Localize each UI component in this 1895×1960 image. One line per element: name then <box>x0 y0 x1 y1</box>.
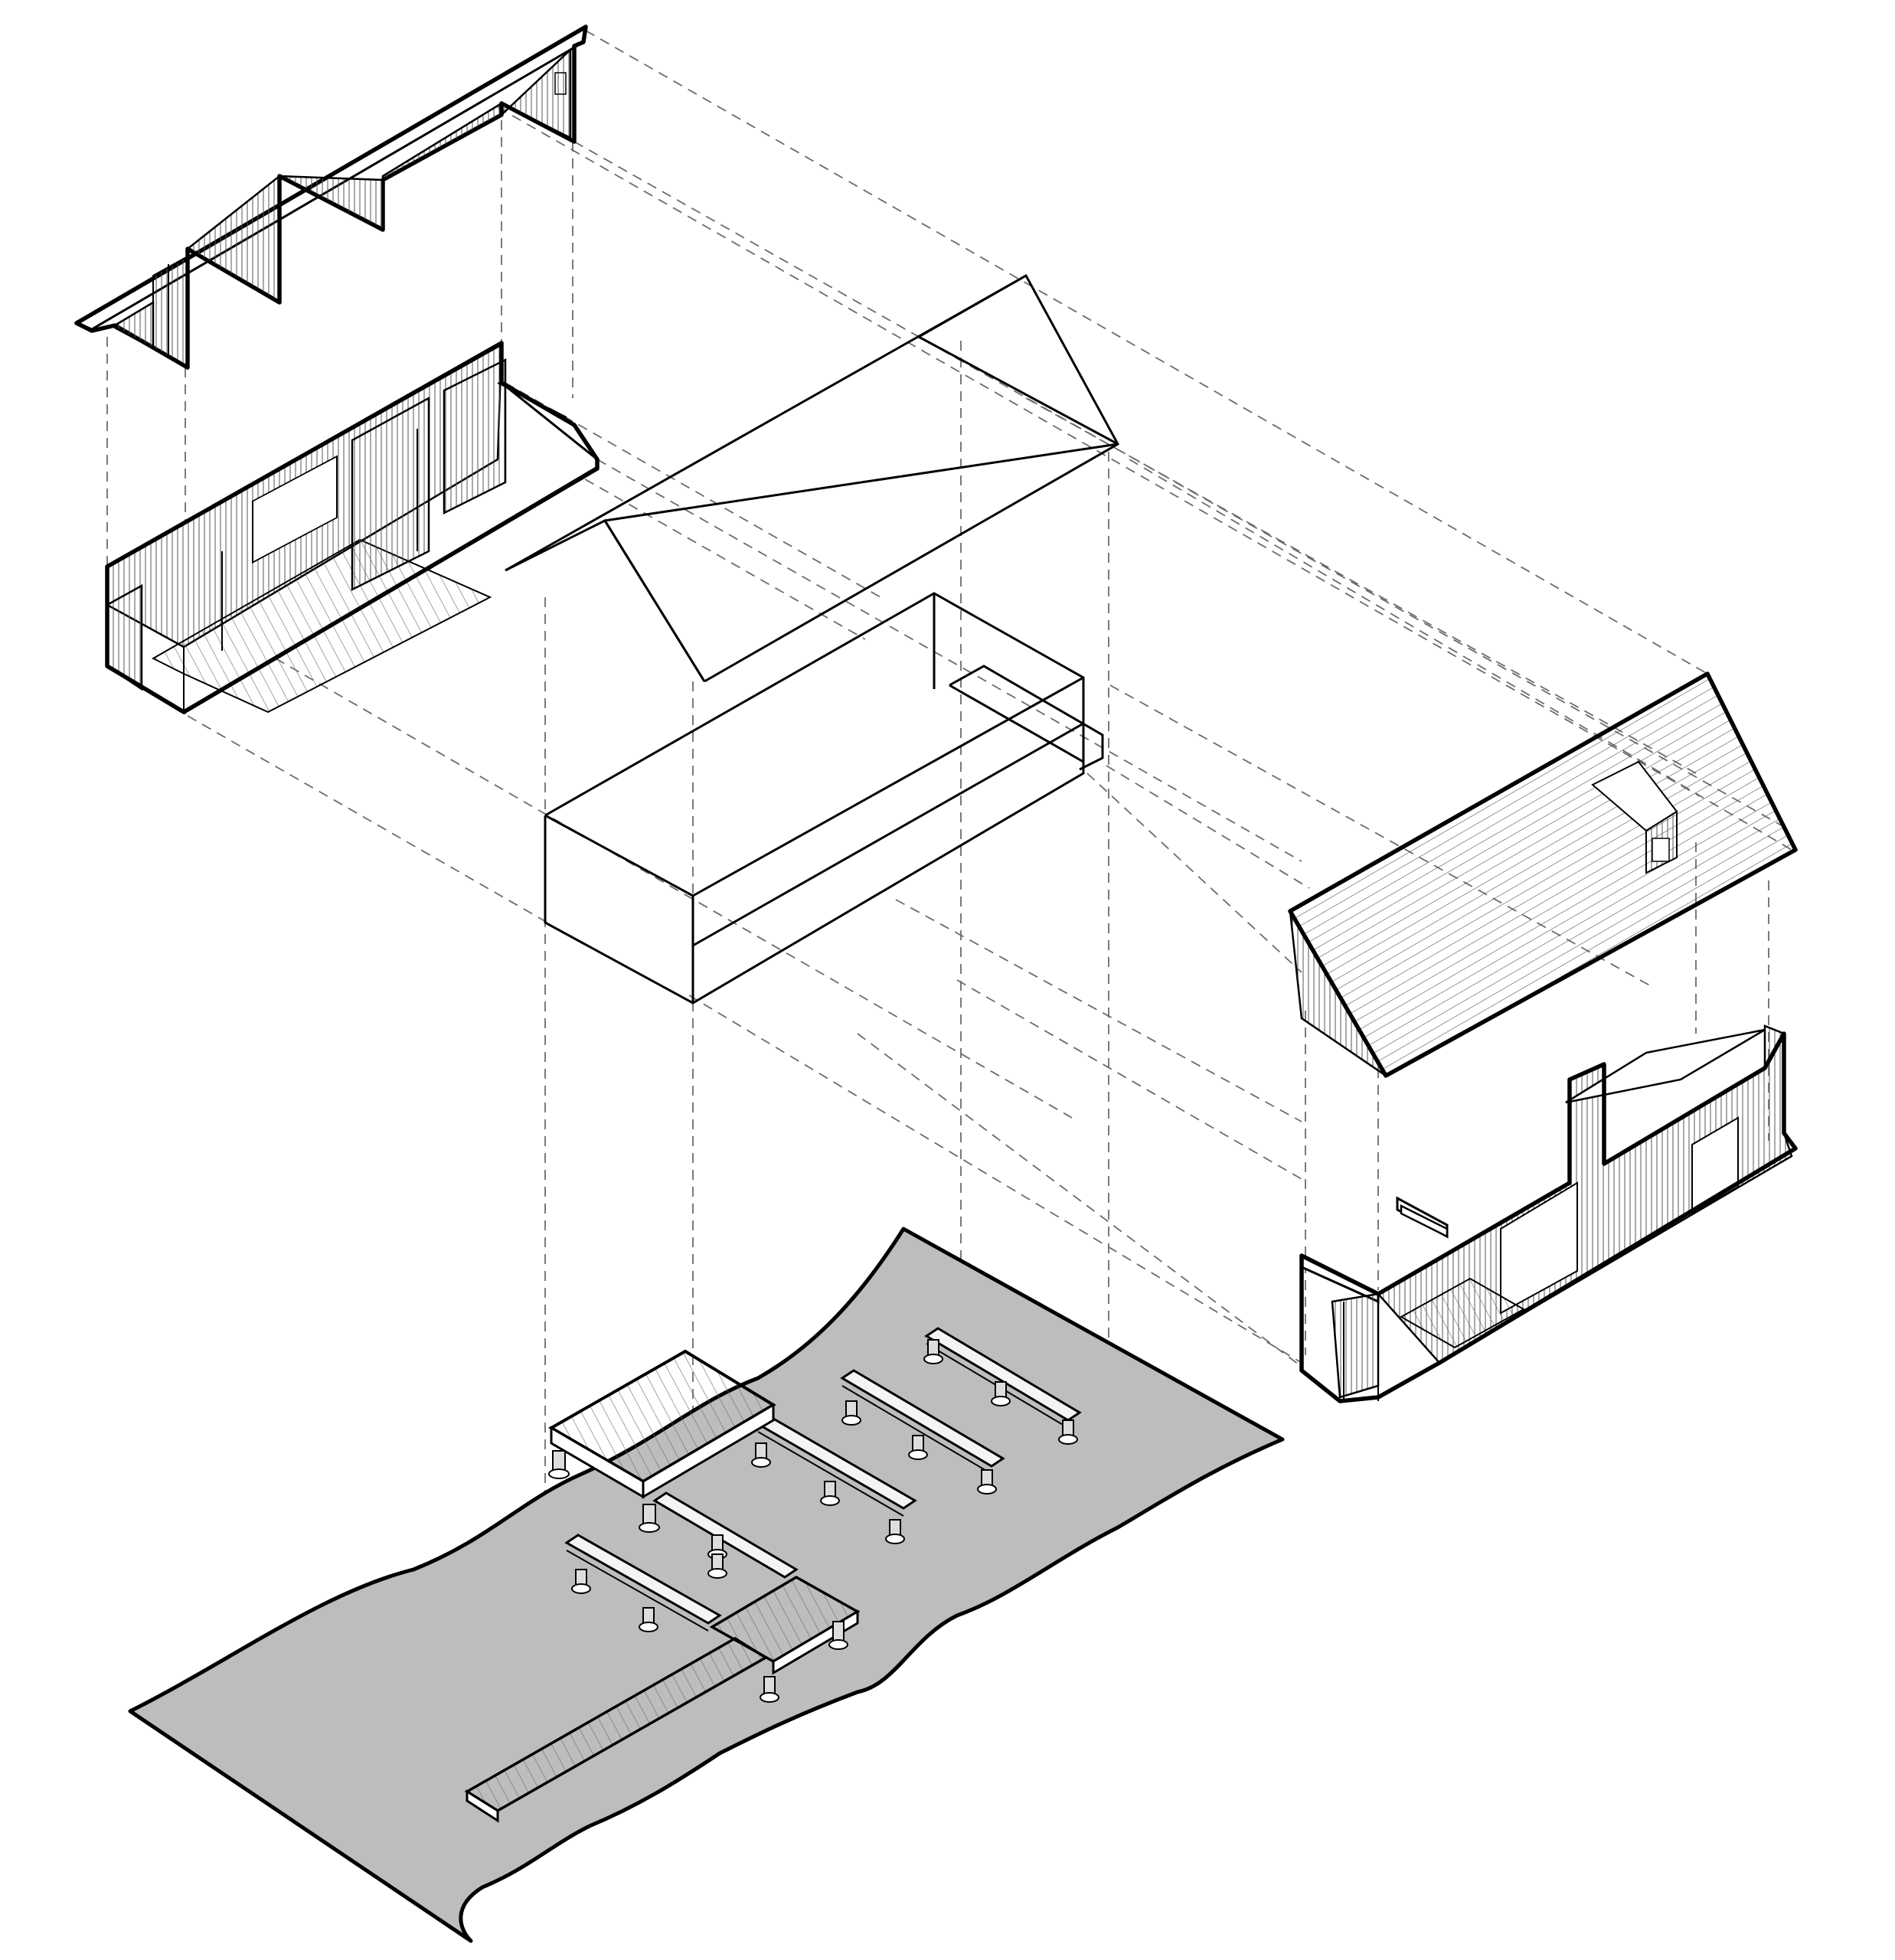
ground-plane <box>128 1227 1285 1943</box>
ramp-boardwalk <box>464 1575 861 1823</box>
beam-4 <box>564 1534 722 1632</box>
roof-section-upper-left <box>74 24 588 370</box>
beam-3 <box>751 1415 917 1544</box>
beam-5 <box>652 1491 799 1579</box>
projection-lines <box>106 30 1792 1635</box>
deck-platform <box>548 1349 776 1579</box>
roof-assembly-right <box>1288 671 1798 1078</box>
gable-roof-wireframe <box>505 273 1120 683</box>
box-volume-wireframe <box>544 592 1104 1004</box>
foundation-beams <box>564 1327 1082 1632</box>
beam-1 <box>923 1327 1082 1445</box>
interior-section-left <box>105 341 600 714</box>
beam-2 <box>840 1369 1005 1494</box>
dormer-window <box>1591 760 1678 874</box>
wall-assembly-right <box>1299 1024 1798 1403</box>
